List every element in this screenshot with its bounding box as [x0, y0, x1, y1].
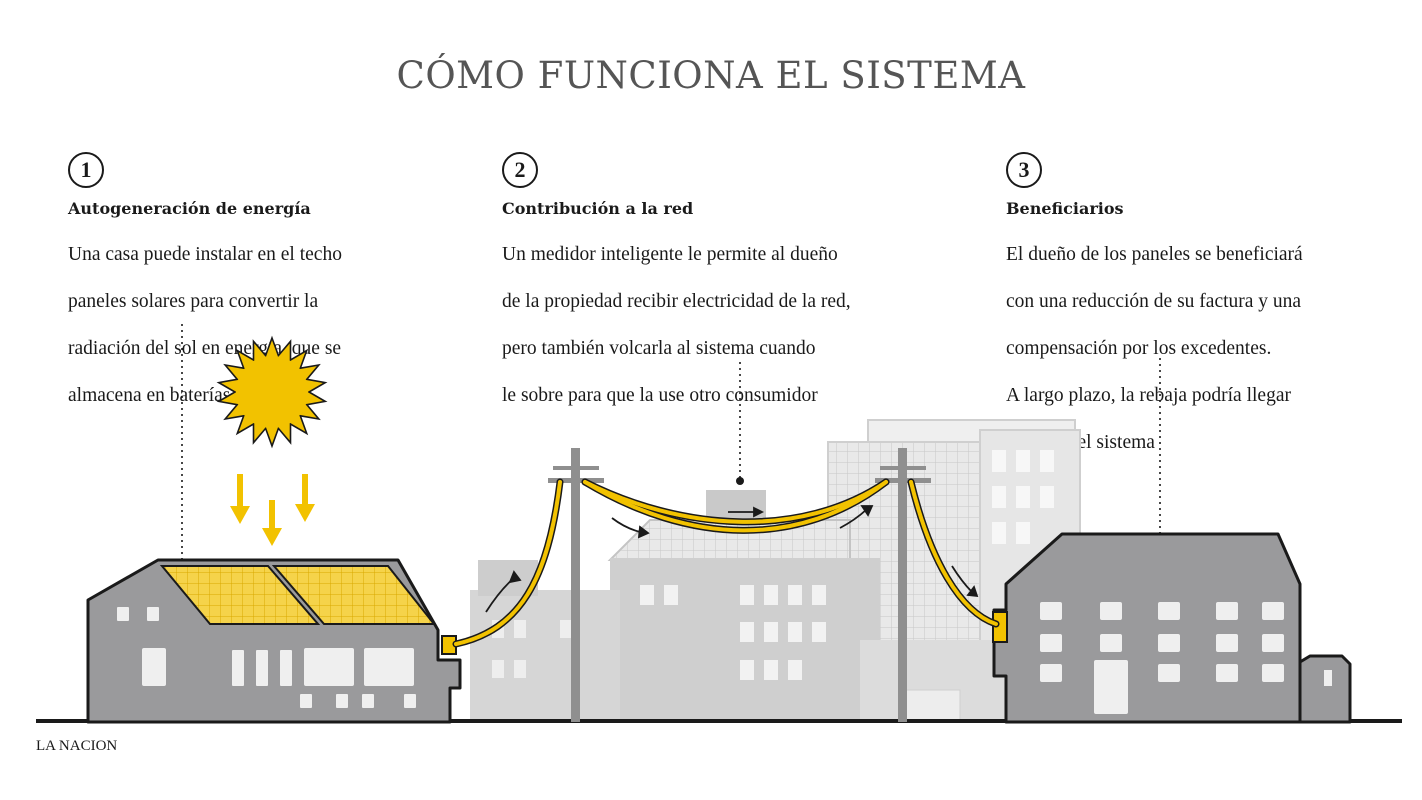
step-3-line: El dueño de los paneles se beneficiará	[1006, 243, 1303, 265]
step-1: 1 Autogeneración de energía Una casa pue…	[68, 152, 342, 431]
solar-house	[86, 558, 462, 724]
step-3-line: con una reducción de su factura y una	[1006, 290, 1302, 312]
step-1-body: Una casa puede instalar en el techo pane…	[68, 219, 342, 431]
solar-panels	[159, 565, 437, 625]
step-2-line: pero también volcarla al sistema cuando	[502, 337, 816, 359]
step-1-line: Una casa puede instalar en el techo	[68, 243, 342, 265]
sunlight-arrows	[230, 474, 315, 546]
source-credit: LA NACION	[36, 738, 118, 754]
utility-pole-left	[548, 448, 604, 722]
step-3-line: A largo plazo, la rebaja podría llegar	[1006, 384, 1291, 406]
step-2-number-badge: 2	[502, 152, 538, 188]
step-2: 2 Contribución a la red Un medidor intel…	[502, 152, 851, 431]
sun-icon	[216, 335, 328, 449]
callout-dot-2	[736, 477, 744, 485]
step-2-heading: Contribución a la red	[502, 199, 694, 218]
meter-box-right	[992, 611, 1008, 643]
beneficiary-house	[992, 532, 1352, 724]
step-2-body: Un medidor inteligente le permite al due…	[502, 219, 851, 431]
step-1-line: almacena en baterías	[68, 384, 231, 406]
step-1-line: radiación del sol en energía, que se	[68, 337, 342, 359]
step-1-number-badge: 1	[68, 152, 104, 188]
step-1-heading: Autogeneración de energía	[68, 199, 311, 218]
callout-lines	[181, 324, 1161, 566]
ground-line	[36, 719, 1402, 723]
energy-flow-arrows	[485, 505, 979, 613]
step-2-line: le sobre para que la use otro consumidor	[502, 384, 818, 406]
power-cables	[452, 478, 1000, 648]
infographic-title: CÓMO FUNCIONA EL SISTEMA	[396, 54, 1026, 97]
background-buildings	[470, 419, 1081, 723]
step-3-line: compensación por los excedentes.	[1006, 337, 1272, 359]
step-2-line: de la propiedad recibir electricidad de …	[502, 290, 851, 312]
step-2-line: Un medidor inteligente le permite al due…	[502, 243, 838, 265]
utility-pole-right	[875, 448, 931, 722]
step-3-heading: Beneficiarios	[1006, 199, 1124, 218]
step-1-line: paneles solares para convertir la	[68, 290, 319, 312]
step-3-number-badge: 3	[1006, 152, 1042, 188]
